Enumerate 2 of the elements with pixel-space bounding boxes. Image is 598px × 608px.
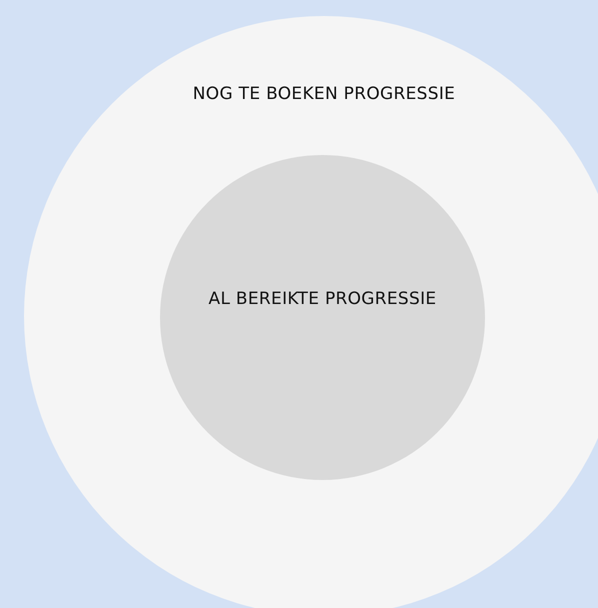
circle-label: NOG TE BOEKEN PROGRESSIE [192,84,456,104]
circle-label: AL BEREIKTE PROGRESSIE [208,289,436,309]
